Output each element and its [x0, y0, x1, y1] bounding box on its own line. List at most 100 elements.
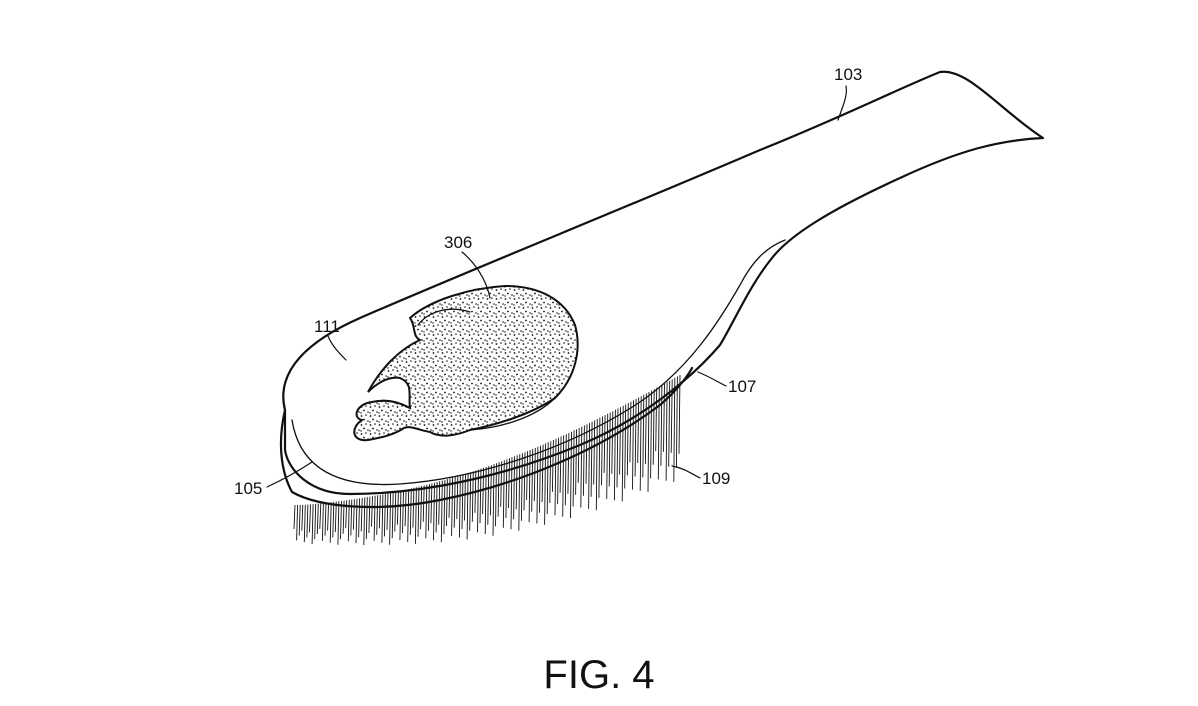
bristle-line [327, 502, 330, 531]
bristle-line [383, 493, 386, 537]
bristle-line [407, 488, 410, 543]
bristle-line [644, 393, 647, 464]
label-head-side: 107 [728, 377, 756, 396]
bristle-line [582, 425, 585, 496]
bristle-line [624, 404, 627, 489]
bristle-line [588, 422, 591, 509]
bristle-line [435, 481, 438, 533]
bristle-line [613, 409, 616, 501]
bristle-line [650, 390, 653, 479]
bristle-line [572, 430, 575, 507]
bristle-line [445, 479, 448, 527]
bristle-line [632, 400, 634, 490]
bristle-line [557, 437, 560, 505]
bristle-line [655, 387, 658, 452]
bristle-line [606, 413, 609, 500]
bristle-line [363, 497, 366, 546]
bristle-line [567, 432, 570, 494]
bristle-line [371, 496, 373, 527]
bristle-line [539, 445, 541, 513]
leader-109 [671, 465, 701, 479]
bristle-line [554, 438, 557, 516]
bristle-line [389, 492, 392, 545]
bristle-line [675, 376, 678, 468]
bristle-line [611, 411, 614, 474]
bristle-line [376, 495, 379, 535]
leader-103 [837, 85, 847, 121]
leader-111 [327, 335, 347, 361]
bristle-line [665, 382, 668, 481]
bristle-line [355, 498, 358, 544]
bristle-line [378, 494, 381, 529]
bristle-line [352, 499, 355, 530]
bristle-line [678, 374, 681, 454]
bristle-line [420, 485, 423, 530]
bristle-line [634, 398, 637, 477]
bristle-line [544, 443, 547, 525]
bristle-line [365, 497, 368, 540]
bristle-line [360, 497, 363, 532]
bristle-line [528, 450, 531, 523]
bristle-line [404, 489, 407, 527]
bristle-line [546, 442, 549, 515]
bristle-line [314, 503, 317, 540]
head-top-rim [291, 239, 786, 486]
bristle-line [350, 499, 353, 536]
bristle-line [608, 412, 611, 487]
bristle-line [306, 504, 309, 538]
bristle-line [523, 452, 526, 511]
bristle-line [621, 405, 624, 502]
bristle-line [381, 494, 384, 543]
bristle-line [562, 435, 565, 517]
label-head-front: 105 [234, 479, 262, 498]
insignia-bottom-shadow [469, 397, 556, 431]
bristle-line [440, 480, 443, 543]
leader-105 [266, 461, 313, 488]
bristle-line [430, 483, 433, 524]
bristle-line [629, 401, 632, 463]
bristle-line [515, 455, 518, 510]
bristle-line [595, 418, 598, 511]
bristle-line [601, 416, 603, 486]
bristle-line [298, 504, 301, 536]
bristle-line [497, 462, 500, 517]
bristle-line [319, 503, 322, 529]
bristle-line [637, 397, 640, 464]
bristle-line [639, 396, 642, 491]
bristle-line [482, 467, 485, 515]
bristle-line [590, 421, 593, 497]
bristle-line [508, 458, 510, 509]
bristle-line [412, 487, 415, 528]
bristle-line [334, 501, 337, 533]
bristle-line [520, 453, 523, 521]
bristle-line [585, 424, 588, 484]
bristle-line [657, 386, 660, 480]
head-side-edge [279, 366, 694, 509]
bristle-line [414, 487, 417, 544]
bristle-line [451, 477, 454, 536]
bristle-line [358, 498, 361, 538]
bristle-line [598, 417, 601, 498]
bristle-line [293, 504, 296, 530]
bristles-drawing [293, 374, 681, 546]
bristle-line [603, 415, 606, 473]
bristle-line [619, 407, 622, 475]
bristle-line [386, 493, 389, 530]
bristle-line [316, 503, 319, 535]
bristle-line [577, 427, 580, 483]
bristle-line [484, 466, 487, 535]
bristle-line [461, 474, 464, 530]
bristle-line [536, 446, 539, 524]
bristle-line [575, 429, 578, 495]
bristle-line [492, 464, 495, 536]
bristle-line [303, 504, 306, 543]
bristle-line [489, 465, 492, 516]
label-bristles: 109 [702, 469, 730, 488]
bristle-line [593, 420, 596, 485]
bristle-line [477, 469, 479, 533]
bristle-line [570, 431, 572, 519]
bristle-line [652, 389, 655, 465]
bristle-line [301, 504, 304, 531]
bristle-line [311, 504, 314, 545]
bristle-line [427, 483, 430, 531]
